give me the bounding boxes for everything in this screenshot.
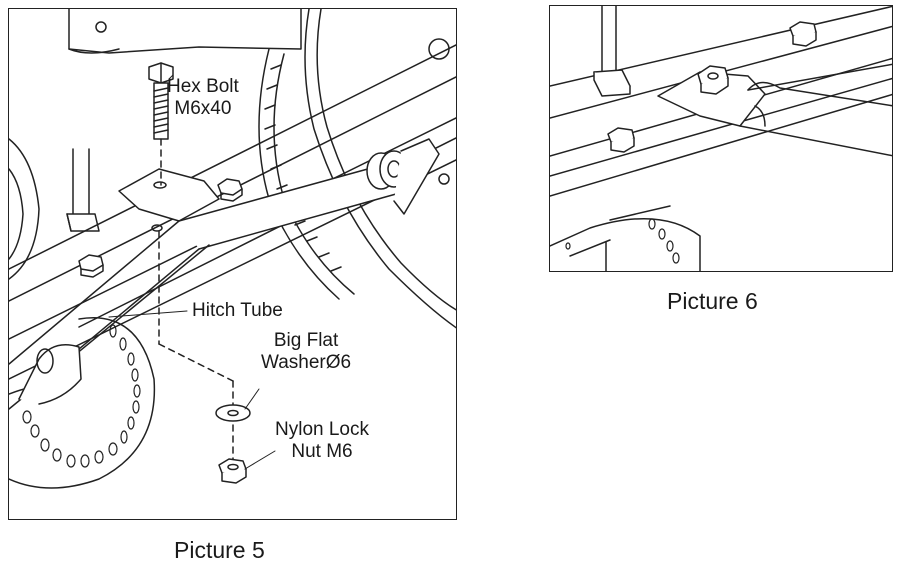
- nylon-lock-nut: [218, 458, 247, 484]
- nut-label-line2: Nut M6: [291, 441, 353, 462]
- engine-housing: [9, 138, 40, 280]
- mounting-plate: [118, 168, 220, 232]
- picture-6-drawing: [550, 6, 892, 271]
- hitch-tube-label: Hitch Tube: [192, 300, 283, 321]
- wheel-disc: [9, 317, 156, 489]
- mount-hex-nut-2: [78, 254, 104, 278]
- plate-hex-nut-6: [697, 65, 729, 95]
- nut-label-line1: Nylon Lock: [275, 419, 369, 440]
- top-hex-nut-6: [789, 21, 817, 47]
- hex-bolt-label-line2: M6x40: [174, 98, 232, 119]
- hex-bolt-label-line1: Hex Bolt: [167, 76, 239, 97]
- hitch-tube-6: [739, 63, 892, 157]
- washer-label-line1: Big Flat: [273, 330, 339, 351]
- picture-5-caption: Picture 5: [174, 537, 265, 563]
- washer-label-line2: WasherØ6: [261, 352, 352, 373]
- handle-rod: [66, 148, 100, 232]
- leader-lines: [108, 74, 276, 470]
- wheel-disc-6: [550, 205, 701, 271]
- upper-frame-block: [68, 9, 302, 54]
- pivot-bushing: [366, 138, 440, 215]
- assembly-dashed-line: [158, 138, 234, 465]
- picture-6-panel: [549, 5, 893, 272]
- big-flat-washer: [215, 404, 251, 422]
- nut-label: Nylon Lock Nut M6: [275, 419, 369, 463]
- picture-5-panel: Hex Bolt M6x40 Hitch Tube Big Flat Washe…: [8, 8, 457, 520]
- hex-bolt: [148, 62, 174, 140]
- mount-hex-nut-1: [217, 178, 243, 202]
- mid-hex-nut-6: [607, 127, 635, 153]
- handle-rod-6: [593, 6, 631, 97]
- picture-5-drawing: [9, 9, 456, 489]
- washer-label: Big Flat WasherØ6: [261, 330, 351, 374]
- hex-bolt-label: Hex Bolt M6x40: [167, 76, 239, 120]
- picture-6-caption: Picture 6: [667, 288, 758, 314]
